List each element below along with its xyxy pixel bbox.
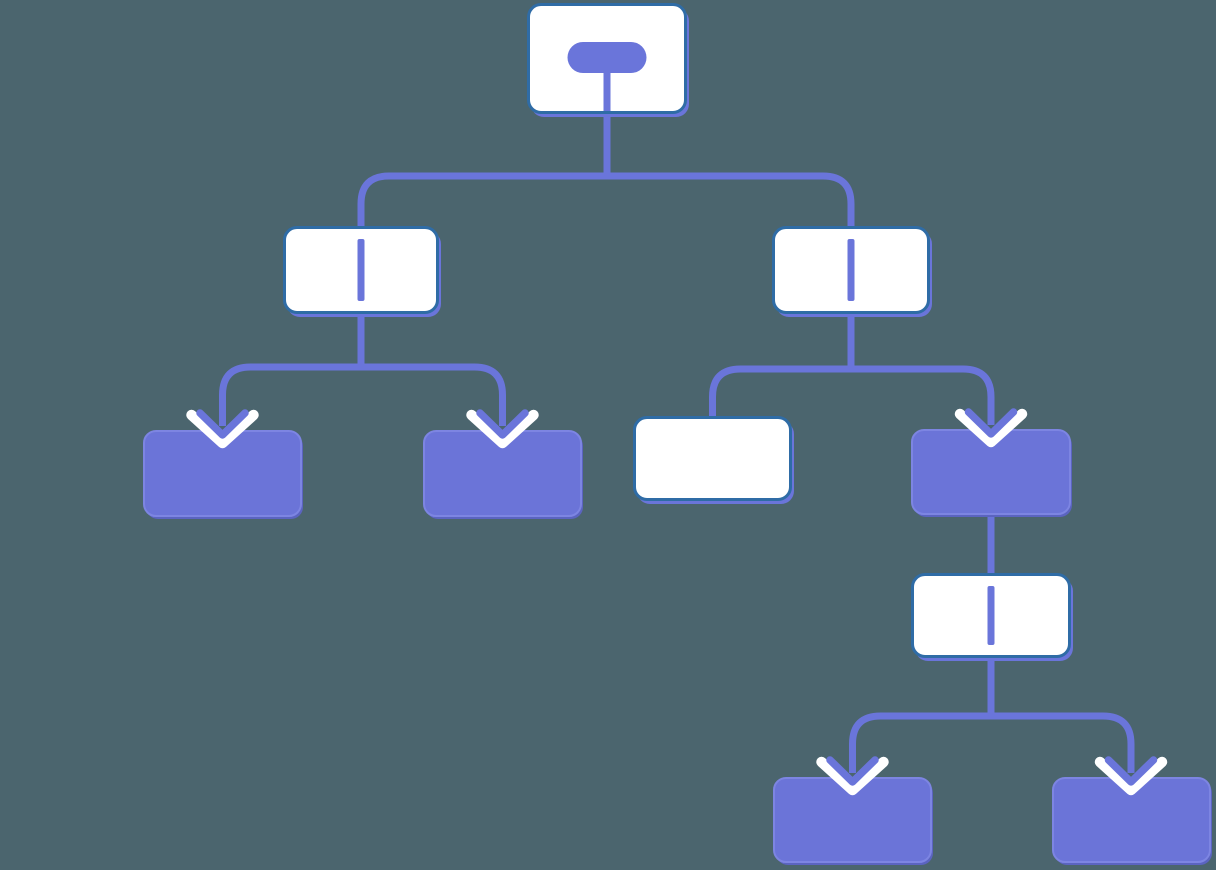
vertical-bar-icon [987, 586, 995, 645]
pill-icon [567, 42, 647, 73]
node-root[interactable] [527, 3, 687, 114]
connector-bottom-rail[interactable] [849, 712, 1135, 761]
node-leaf-left-1[interactable] [143, 430, 302, 517]
node-branch-left[interactable] [283, 226, 439, 314]
node-leaf-bottom-2[interactable] [1052, 777, 1211, 863]
connector-left-rail[interactable] [219, 363, 506, 414]
node-branch-bottom[interactable] [911, 573, 1071, 658]
node-leaf-left-2[interactable] [423, 430, 582, 517]
vertical-bar-icon [357, 239, 365, 301]
vertical-bar-icon [847, 239, 855, 301]
node-child-plain[interactable] [633, 416, 792, 501]
connector-right-rail[interactable] [709, 365, 995, 420]
node-leaf-bottom-1[interactable] [773, 777, 932, 863]
node-mid-purple[interactable] [911, 429, 1071, 515]
connector-level1-rail[interactable] [357, 172, 855, 231]
pill-stem-icon [603, 66, 611, 111]
node-branch-right[interactable] [772, 226, 930, 314]
